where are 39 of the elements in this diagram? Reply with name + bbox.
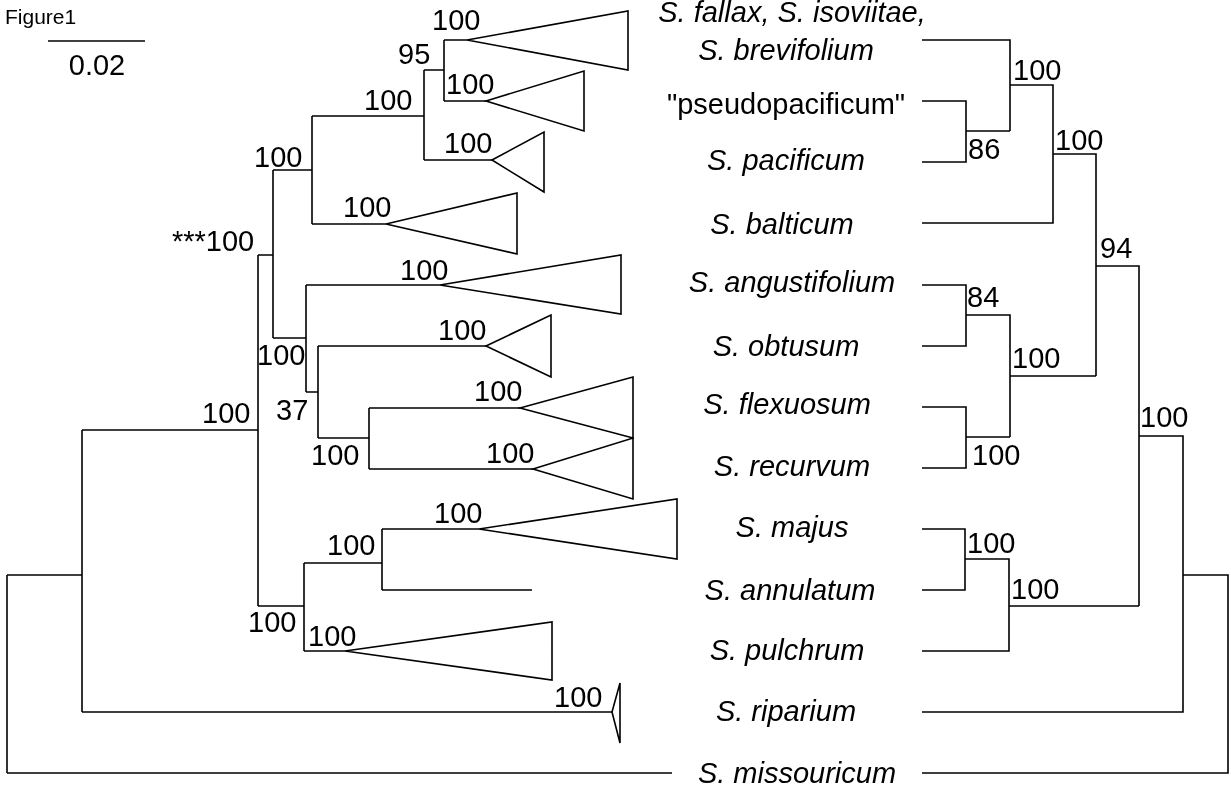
support-value: 37 — [276, 395, 309, 425]
support-value: 100 — [444, 128, 493, 158]
support-value: 100 — [400, 255, 449, 285]
taxon-label: S. angustifolium — [688, 267, 896, 297]
support-value: 95 — [398, 39, 431, 69]
taxon-label: S. riparium — [715, 696, 857, 726]
support-value: 100 — [202, 398, 251, 428]
support-value: 100 — [308, 621, 357, 651]
support-value: 100 — [438, 315, 487, 345]
support-value: 100 — [1011, 574, 1060, 604]
support-value: 94 — [1100, 233, 1133, 263]
figure-title: Figure1 — [5, 6, 77, 27]
support-value: 86 — [968, 134, 1001, 164]
support-value: 100 — [486, 438, 535, 468]
support-value: 100 — [1012, 343, 1061, 373]
support-value: ***100 — [172, 226, 255, 256]
support-value: 100 — [254, 142, 303, 172]
support-value: 100 — [967, 528, 1016, 558]
support-value: 100 — [432, 5, 481, 35]
taxon-label: S. majus — [735, 512, 849, 542]
support-value: 100 — [972, 440, 1021, 470]
taxon-label: S. pulchrum — [709, 635, 865, 665]
support-value: 100 — [1055, 125, 1104, 155]
support-value: 100 — [327, 530, 376, 560]
support-value: 100 — [446, 69, 495, 99]
taxon-label: S. fallax, S. isoviitae, — [658, 0, 926, 27]
support-value: 100 — [554, 682, 603, 712]
support-value: 100 — [257, 340, 306, 370]
support-value: 100 — [474, 376, 523, 406]
support-value: 100 — [343, 192, 392, 222]
support-value: 100 — [1140, 402, 1189, 432]
support-value: 84 — [967, 282, 1000, 312]
support-value: 100 — [434, 498, 483, 528]
support-value: 100 — [311, 440, 360, 470]
support-value: 100 — [1013, 55, 1062, 85]
support-value: 100 — [248, 607, 297, 637]
taxon-label: S. pacificum — [707, 145, 865, 175]
taxon-label: "pseudopacificum" — [666, 89, 906, 119]
support-value: 100 — [364, 85, 413, 115]
